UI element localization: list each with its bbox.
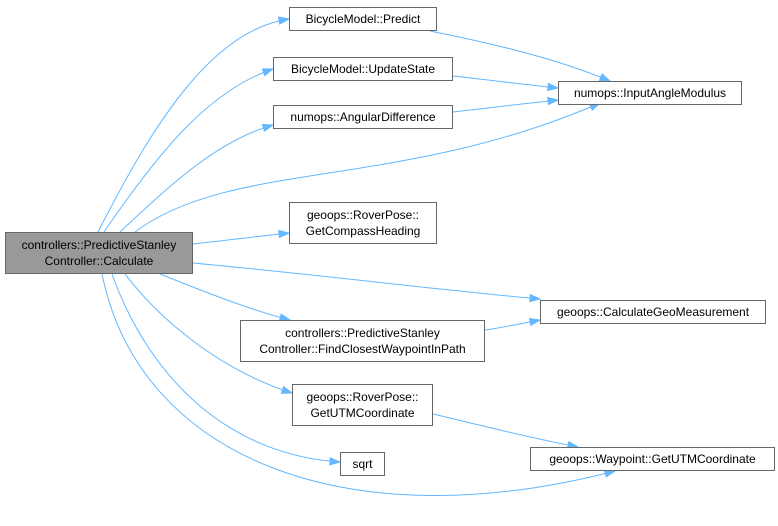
edge-calculate-to-update-state: [103, 68, 274, 233]
node-rover-utm-line1: geoops::RoverPose::: [306, 390, 419, 404]
node-root-line1: controllers::PredictiveStanley: [21, 238, 177, 252]
edge-update-state-to-input-angle-modulus: [452, 75, 559, 89]
edge-find-closest-to-calc-geo-measurement-arrowhead: [528, 317, 542, 327]
node-find-closest-line2: Controller::FindClosestWaypointInPath: [259, 342, 466, 356]
edge-predict-to-input-angle-modulus-arrowhead: [598, 73, 612, 82]
node-input-angle-modulus-label: numops::InputAngleModulus: [573, 86, 727, 100]
node-angular-difference-label: numops::AngularDifference: [290, 110, 436, 124]
edge-calculate-to-angular-difference: [119, 124, 274, 233]
node-waypoint-utm-label: geoops::Waypoint::GetUTMCoordinate: [549, 452, 756, 466]
edge-calculate-to-compass-heading-arrowhead: [278, 229, 291, 239]
edge-calculate-to-waypoint-utm: [101, 273, 616, 496]
edge-calculate-to-calc-geo-measurement-arrowhead: [529, 293, 542, 303]
edge-calculate-to-angular-difference-arrowhead: [261, 123, 275, 132]
edge-calculate-to-calc-geo-measurement: [192, 262, 541, 300]
node-geoops-roverpose-get-compass-heading[interactable]: geoops::RoverPose:: GetCompassHeading: [289, 202, 437, 244]
node-root-line2: Controller::Calculate: [44, 254, 154, 268]
node-compass-heading-line1: geoops::RoverPose::: [306, 208, 420, 222]
edge-angular-difference-to-input-angle-modulus-arrowhead: [547, 96, 560, 106]
node-geoops-waypoint-get-utm-coordinate[interactable]: geoops::Waypoint::GetUTMCoordinate: [530, 447, 775, 471]
edge-calculate-to-sqrt: [111, 273, 341, 463]
edge-calculate-to-waypoint-utm-arrowhead: [603, 469, 617, 478]
node-bicycle-model-predict[interactable]: BicycleModel::Predict: [289, 7, 437, 31]
node-numops-input-angle-modulus[interactable]: numops::InputAngleModulus: [558, 81, 742, 105]
node-rover-utm-line2: GetUTMCoordinate: [310, 406, 415, 420]
node-numops-angular-difference[interactable]: numops::AngularDifference: [273, 105, 453, 129]
node-geoops-calculate-geo-measurement[interactable]: geoops::CalculateGeoMeasurement: [540, 300, 766, 324]
node-sqrt[interactable]: sqrt: [340, 452, 385, 476]
node-bicycle-model-update-state[interactable]: BicycleModel::UpdateState: [273, 57, 453, 81]
edge-calculate-to-compass-heading: [192, 232, 290, 245]
node-update-state-label: BicycleModel::UpdateState: [290, 62, 436, 76]
edge-calculate-to-update-state-arrowhead: [261, 68, 275, 77]
edge-calculate-to-predict: [97, 18, 290, 233]
edge-calculate-to-find-closest-waypoint: [159, 273, 291, 321]
edge-rover-utm-to-waypoint-utm: [432, 413, 579, 448]
edge-calculate-to-input-angle-modulus: [134, 102, 601, 233]
edge-calculate-to-sqrt-arrowhead: [329, 457, 342, 466]
node-predictive-stanley-find-closest-waypoint[interactable]: controllers::PredictiveStanley Controlle…: [240, 320, 485, 362]
node-predict-label: BicycleModel::Predict: [305, 12, 421, 26]
edge-update-state-to-input-angle-modulus-arrowhead: [547, 82, 560, 92]
node-compass-heading-line2: GetCompassHeading: [305, 224, 421, 238]
edge-calculate-to-predict-arrowhead: [277, 16, 291, 25]
node-predictive-stanley-calculate: controllers::PredictiveStanley Controlle…: [5, 232, 193, 274]
node-sqrt-label: sqrt: [352, 457, 373, 471]
node-find-closest-line1: controllers::PredictiveStanley: [285, 326, 440, 340]
edge-calculate-to-rover-utm-arrowhead: [280, 385, 294, 394]
node-geoops-roverpose-get-utm-coordinate[interactable]: geoops::RoverPose:: GetUTMCoordinate: [292, 384, 433, 426]
edge-predict-to-input-angle-modulus: [429, 30, 611, 82]
edge-angular-difference-to-input-angle-modulus: [452, 99, 559, 113]
edge-calculate-to-rover-utm: [124, 273, 293, 394]
node-calc-geo-measurement-label: geoops::CalculateGeoMeasurement: [556, 305, 750, 319]
